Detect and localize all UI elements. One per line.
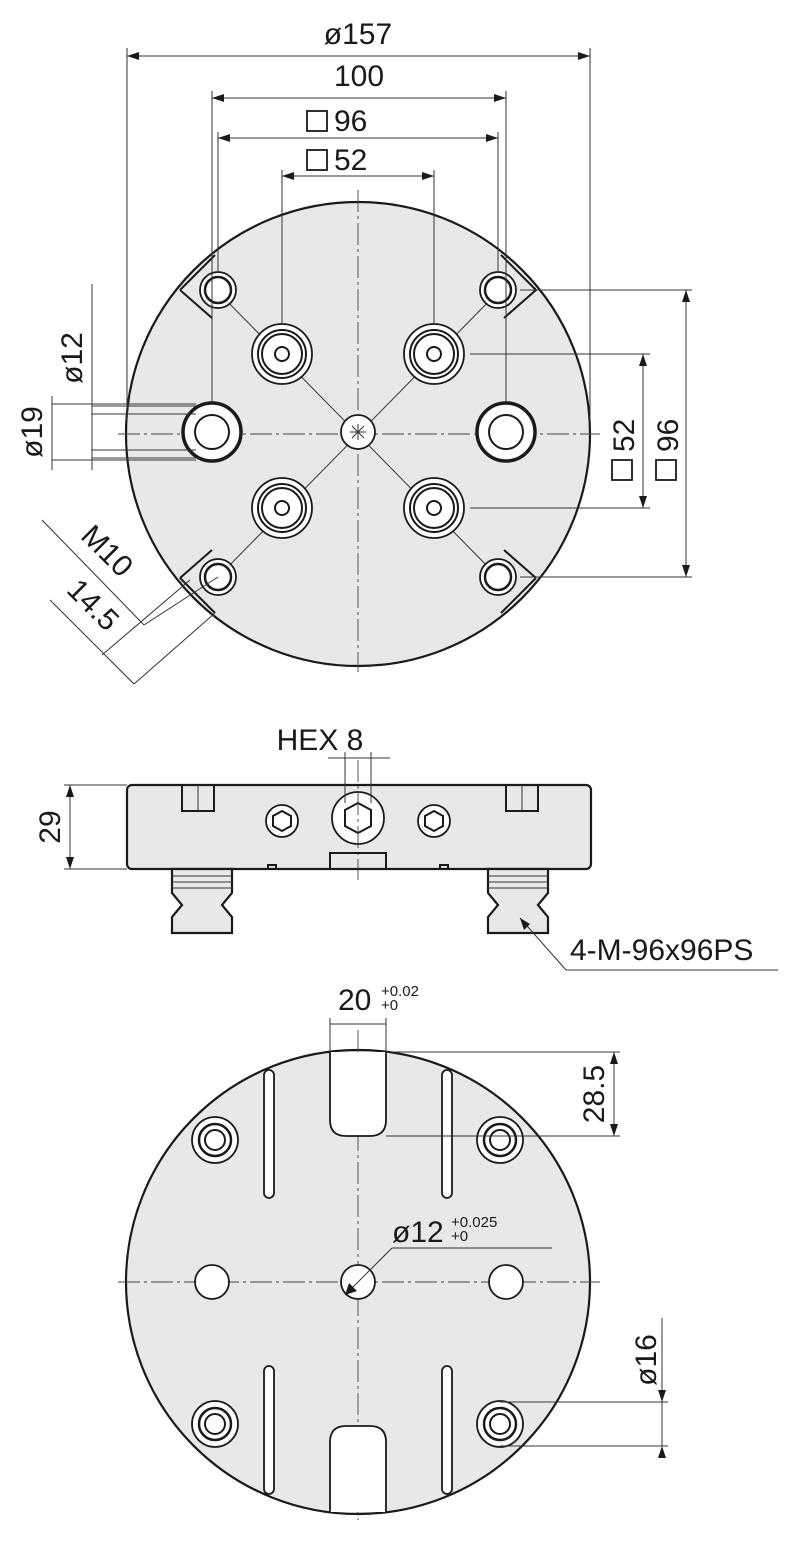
side-view: HEX 8 29 4-M-96x96PS (34, 724, 778, 971)
bottom-hole-tl (191, 1116, 239, 1164)
dim-dia-19: ø19 (16, 406, 49, 458)
side-screw-right (417, 804, 451, 838)
dim-dia-12: ø12 (56, 332, 89, 384)
dim-height-29: 29 (34, 810, 67, 843)
bottom-hole-br (476, 1400, 524, 1448)
dim-right-square-52: 52 (608, 419, 641, 452)
pull-stud-left (170, 867, 234, 935)
dim-square-52: 52 (334, 144, 367, 177)
dim-slot-depth: 28.5 (578, 1065, 611, 1123)
dim-bore-diameter: ø12 (392, 1216, 444, 1249)
counterbore-bl (251, 477, 313, 539)
side-screw-left (265, 804, 299, 838)
bottom-bore-right (488, 1264, 524, 1300)
counterbore-tl (251, 323, 313, 385)
locating-hole-right (475, 401, 537, 463)
groove-tr (441, 1069, 453, 1199)
dim-slot-tol-upper: +0.02 (381, 983, 419, 1000)
bottom-view: 20 +0.02 +0 28.5 ø12 +0.025 +0 ø16 (118, 983, 668, 1520)
dim-overall-diameter: ø157 (324, 18, 392, 51)
center-star-hole (340, 414, 376, 450)
pull-stud-right (486, 867, 550, 935)
dim-right-square-96: 96 (652, 419, 685, 452)
dim-dia-16: ø16 (630, 1334, 663, 1386)
bottom-hole-tr (476, 1116, 524, 1164)
bottom-bore-left (194, 1264, 230, 1300)
dim-100: 100 (334, 60, 384, 93)
groove-bl (263, 1365, 275, 1495)
corner-hole-br (479, 558, 517, 596)
locating-hole-left (181, 401, 243, 463)
dim-slot-tol-lower: +0 (381, 997, 398, 1014)
corner-hole-tr (479, 271, 517, 309)
counterbore-br (403, 477, 465, 539)
groove-br (441, 1365, 453, 1495)
corner-hole-tl (199, 271, 237, 309)
bottom-hole-bl (191, 1400, 239, 1448)
dim-hex-8: HEX 8 (277, 724, 364, 757)
dim-slot-width: 20 (338, 984, 371, 1017)
top-view: ø157 100 96 52 ø12 ø19 (16, 18, 692, 685)
callout-pull-stud: 4-M-96x96PS (570, 934, 753, 967)
counterbore-tr (403, 323, 465, 385)
dim-bore-tol-lower: +0 (451, 1228, 468, 1245)
dim-bore-tol-upper: +0.025 (451, 1214, 497, 1231)
groove-tl (263, 1069, 275, 1199)
dim-square-96: 96 (334, 105, 367, 138)
